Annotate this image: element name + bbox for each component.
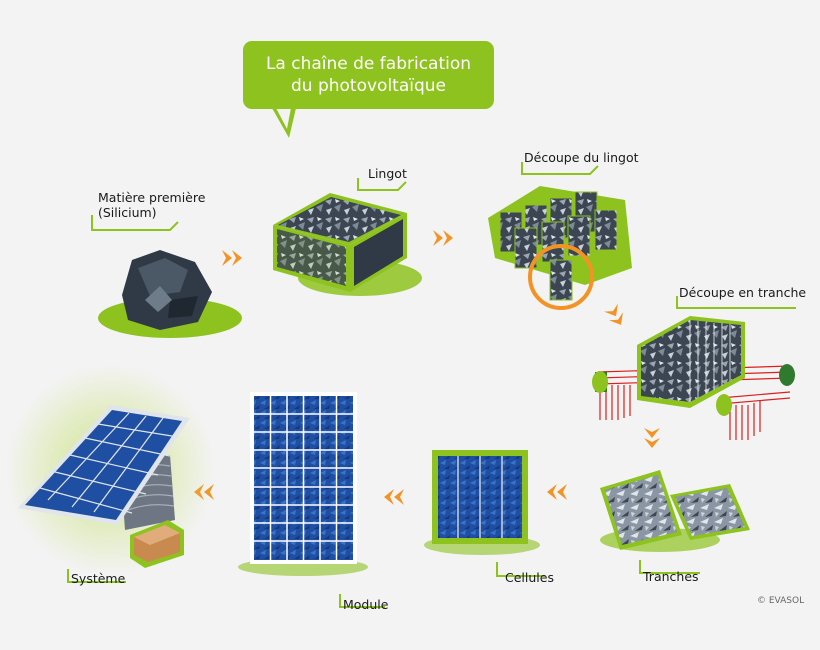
cells-icon — [424, 450, 540, 555]
title-line-2: du photovoltaïque — [290, 76, 447, 96]
lingot-cut-blocks-icon — [488, 186, 632, 310]
label-lingot: Lingot — [368, 166, 407, 181]
label-matiere-line2: (Silicium) — [98, 205, 157, 220]
label-module: Module — [343, 597, 389, 612]
label-decoupe-tranche: Découpe en tranche — [679, 285, 807, 300]
label-underlines — [67, 162, 796, 608]
copyright-credit: © EVASOL — [757, 596, 805, 606]
label-cellules: Cellules — [505, 570, 554, 585]
label-systeme: Système — [71, 571, 126, 586]
title-line-1: La chaîne de fabrication — [265, 54, 472, 74]
label-matiere-line1: Matière première — [98, 190, 206, 205]
highlight-circle — [528, 244, 594, 310]
diagram-title: La chaîne de fabrication du photovoltaïq… — [243, 41, 494, 109]
label-matiere-premiere: Matière première (Silicium) — [98, 190, 205, 220]
lingot-cube-icon — [273, 193, 422, 296]
module-icon — [238, 392, 368, 576]
solar-system-icon — [5, 365, 215, 575]
silicium-rock-icon — [98, 250, 242, 338]
label-decoupe-lingot: Découpe du lingot — [524, 150, 639, 165]
label-tranches: Tranches — [643, 569, 699, 584]
wire-saw-icon — [592, 316, 795, 440]
wafers-icon — [600, 470, 750, 552]
